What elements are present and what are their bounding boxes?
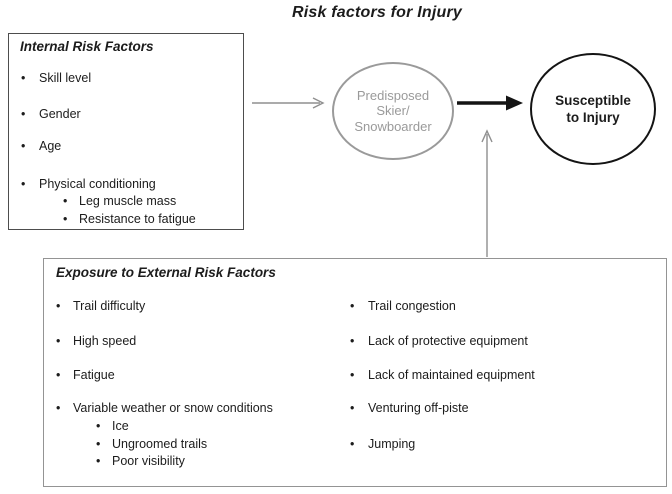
external-subitem-label: Ungroomed trails: [112, 437, 208, 451]
bullet-icon: [21, 138, 39, 154]
external-item: Variable weather or snow conditions: [56, 400, 273, 416]
bullet-icon: [350, 298, 368, 314]
internal-subitem-label: Leg muscle mass: [79, 194, 177, 208]
bullet-icon: [96, 453, 112, 469]
internal-box-title: Internal Risk Factors: [20, 39, 154, 54]
diagram-title: Risk factors for Injury: [292, 4, 462, 21]
internal-subitem: Leg muscle mass: [63, 193, 176, 209]
bullet-icon: [56, 298, 73, 314]
external-item: Trail congestion: [350, 298, 456, 314]
susceptible-node-label: Susceptible to Injury: [555, 93, 631, 125]
external-item-label: Trail difficulty: [73, 299, 146, 313]
external-item: Lack of protective equipment: [350, 333, 528, 349]
external-item-label: Jumping: [368, 437, 416, 451]
internal-item: Gender: [21, 106, 81, 122]
external-item-label: Fatigue: [73, 368, 115, 382]
internal-subitem-label: Resistance to fatigue: [79, 212, 196, 226]
bullet-icon: [63, 211, 79, 227]
external-item-label: Lack of maintained equipment: [368, 368, 535, 382]
external-item: Venturing off-piste: [350, 400, 469, 416]
external-item: Lack of maintained equipment: [350, 367, 535, 383]
external-item-label: Venturing off-piste: [368, 401, 469, 415]
arrow-internal-to-predisposed: [252, 97, 325, 109]
external-item: High speed: [56, 333, 136, 349]
internal-item: Physical conditioning: [21, 176, 156, 192]
arrow-external-to-junction: [481, 129, 493, 257]
external-item-label: Variable weather or snow conditions: [73, 401, 273, 415]
internal-item-label: Physical conditioning: [39, 177, 156, 191]
external-subitem-label: Poor visibility: [112, 454, 185, 468]
internal-item: Skill level: [21, 70, 91, 86]
bullet-icon: [56, 400, 73, 416]
bullet-icon: [63, 193, 79, 209]
bullet-icon: [96, 436, 112, 452]
internal-item-label: Gender: [39, 107, 81, 121]
bullet-icon: [21, 106, 39, 122]
bullet-icon: [56, 367, 73, 383]
external-subitem-label: Ice: [112, 419, 129, 433]
internal-item: Age: [21, 138, 61, 154]
external-item: Trail difficulty: [56, 298, 145, 314]
internal-item-label: Skill level: [39, 71, 92, 85]
bullet-icon: [350, 333, 368, 349]
external-risk-factors-box: Exposure to External Risk Factors Trail …: [43, 258, 667, 487]
external-subitem: Ice: [96, 418, 129, 434]
internal-item-label: Age: [39, 139, 62, 153]
internal-risk-factors-box: Internal Risk Factors Skill level Gender…: [8, 33, 244, 230]
susceptible-node: Susceptible to Injury: [530, 53, 656, 165]
external-box-title: Exposure to External Risk Factors: [56, 265, 276, 280]
bullet-icon: [350, 367, 368, 383]
predisposed-node: Predisposed Skier/ Snowboarder: [332, 62, 454, 160]
external-item-label: Trail congestion: [368, 299, 456, 313]
bullet-icon: [96, 418, 112, 434]
bullet-icon: [21, 176, 39, 192]
external-item: Jumping: [350, 436, 415, 452]
external-subitem: Poor visibility: [96, 453, 185, 469]
bullet-icon: [21, 70, 39, 86]
bullet-icon: [350, 400, 368, 416]
arrow-predisposed-to-susceptible: [457, 95, 523, 111]
bullet-icon: [56, 333, 73, 349]
internal-subitem: Resistance to fatigue: [63, 211, 196, 227]
bullet-icon: [350, 436, 368, 452]
external-subitem: Ungroomed trails: [96, 436, 207, 452]
external-item: Fatigue: [56, 367, 115, 383]
external-item-label: High speed: [73, 334, 137, 348]
external-item-label: Lack of protective equipment: [368, 334, 528, 348]
predisposed-node-label: Predisposed Skier/ Snowboarder: [354, 87, 432, 134]
